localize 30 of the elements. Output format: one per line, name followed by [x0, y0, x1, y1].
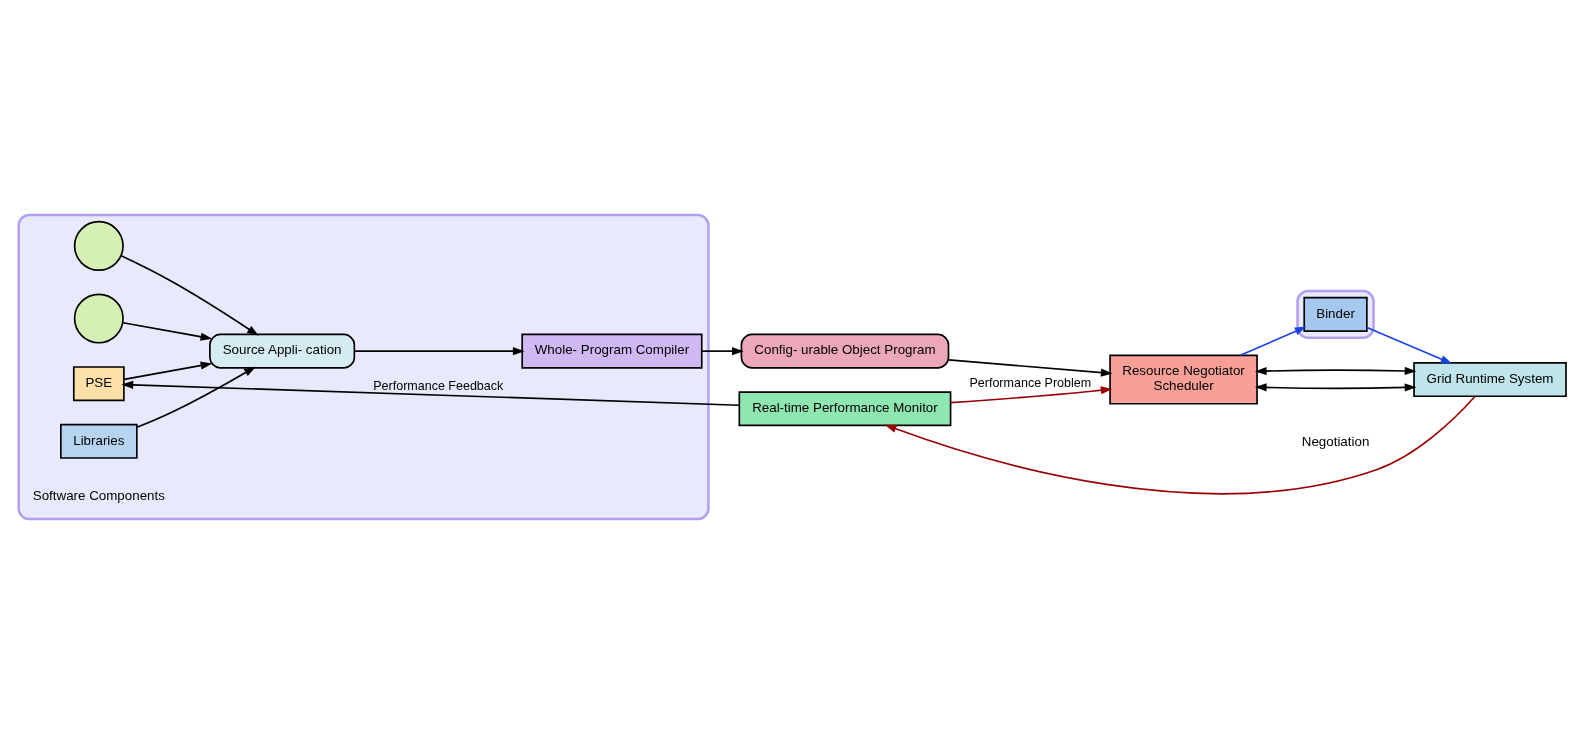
node-box: PSE — [72, 366, 125, 402]
arrow — [120, 255, 259, 336]
arrow — [123, 361, 213, 381]
node-box: Binder — [1303, 296, 1368, 332]
arrow — [122, 321, 213, 341]
arrow — [1254, 366, 1417, 376]
arrow — [121, 380, 740, 407]
node-box: Real-time Performance Monitor — [738, 391, 952, 427]
edge-label: Performance Problem — [969, 376, 1092, 391]
arrow — [353, 347, 525, 356]
arrow — [701, 347, 744, 356]
node-box: Source Appli- cation — [209, 333, 356, 369]
node-box: Whole- Program Compiler — [521, 333, 703, 369]
edge-label: Performance Feedback — [373, 378, 504, 393]
arrow — [1239, 326, 1307, 357]
label: Negotiation — [1301, 434, 1370, 450]
node-box: Config- urable Object Program — [740, 333, 950, 369]
arrow — [1254, 383, 1417, 392]
cluster — [17, 213, 710, 521]
node-box: Libraries — [60, 423, 138, 459]
arrow — [947, 358, 1113, 377]
arrow — [884, 395, 1476, 495]
arrow — [1366, 326, 1453, 364]
node-box: Resource Negotiator Scheduler — [1109, 354, 1258, 405]
node-box: Grid Runtime System — [1413, 362, 1567, 398]
arrow — [949, 386, 1113, 404]
node-circle — [73, 220, 124, 271]
label: Software Components — [32, 488, 165, 504]
arrow — [136, 366, 256, 429]
node-circle — [73, 293, 124, 344]
